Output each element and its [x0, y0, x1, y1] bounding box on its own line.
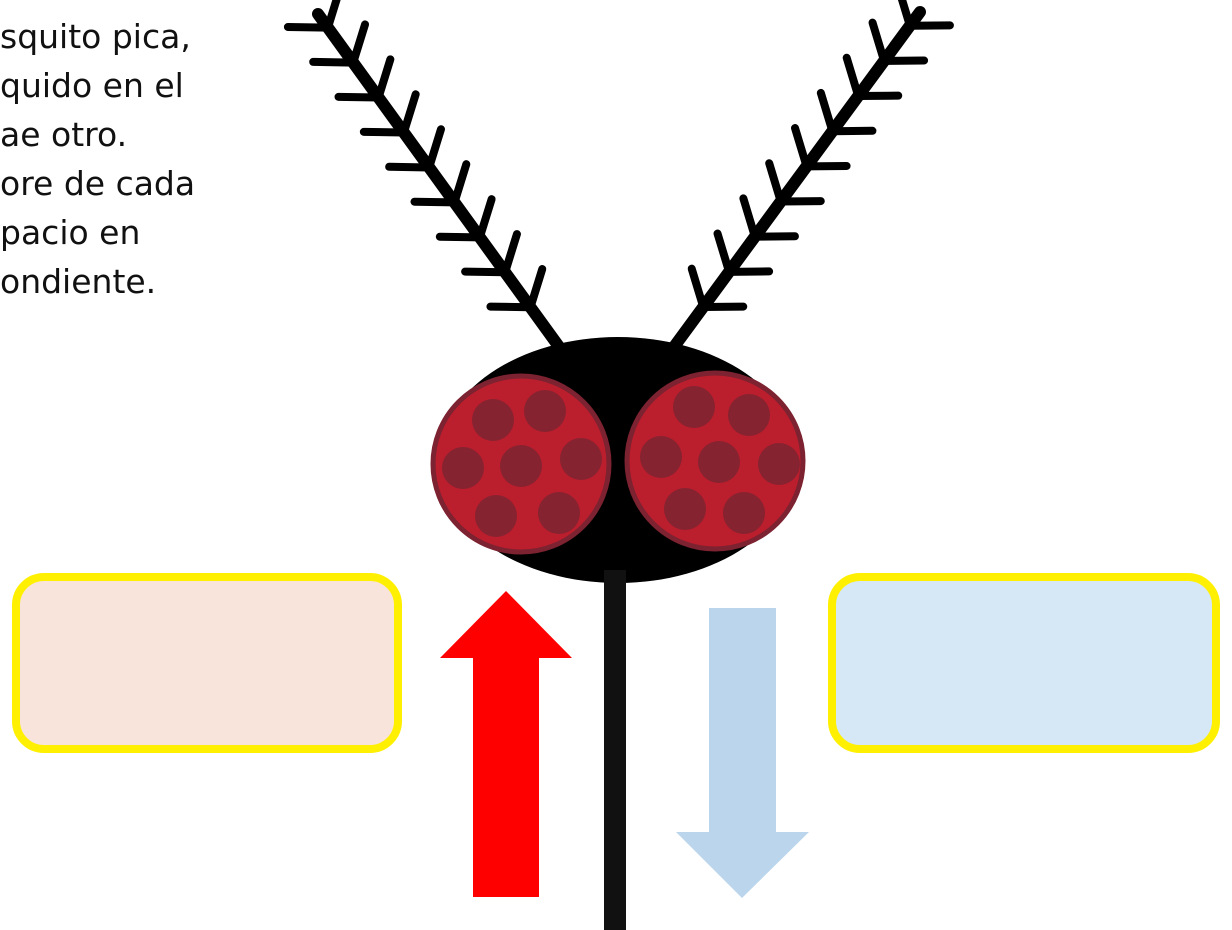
antenna-branch	[339, 97, 379, 98]
answer-box-left[interactable]	[12, 573, 402, 753]
arrow-down-icon	[676, 608, 809, 898]
right-eye-icon	[627, 373, 803, 549]
antenna-branch	[440, 237, 480, 238]
eye-spot	[664, 488, 706, 530]
antenna-branch	[847, 58, 859, 96]
eye-spot	[538, 492, 580, 534]
antenna-branch	[313, 62, 353, 63]
proboscis	[604, 570, 626, 930]
antenna-branch	[480, 199, 492, 237]
eye-spot	[673, 386, 715, 428]
eye-spot	[475, 495, 517, 537]
eye-spot	[758, 443, 800, 485]
eye-spot	[728, 394, 770, 436]
antenna-branch	[505, 234, 517, 272]
antenna-branch	[795, 128, 807, 166]
left-eye-icon	[433, 376, 609, 552]
antenna-branch	[379, 59, 391, 97]
antenna-branch	[328, 0, 340, 28]
antenna-branch	[692, 269, 704, 307]
answer-box-right[interactable]	[828, 573, 1220, 753]
antenna-branch	[769, 163, 781, 201]
antenna-branch	[898, 0, 910, 26]
mosquito-antennae-icon	[288, 0, 950, 355]
antenna-branch	[364, 132, 404, 133]
eye-spot	[723, 492, 765, 534]
antenna-branch	[404, 94, 416, 132]
antenna-branch	[288, 27, 328, 28]
antenna-branch	[821, 93, 833, 131]
antenna-branch	[530, 269, 542, 307]
antenna-branch	[743, 198, 755, 236]
eye-spot	[640, 436, 682, 478]
antenna-branch	[465, 272, 505, 273]
antenna-branch	[389, 167, 429, 168]
antenna-branch	[873, 23, 885, 61]
eye-spot	[500, 445, 542, 487]
antenna-branch	[353, 24, 365, 62]
antenna-branch	[414, 202, 454, 203]
eye-spot	[442, 447, 484, 489]
antenna-branch	[454, 164, 466, 202]
eye-spot	[560, 438, 602, 480]
eye-spot	[472, 399, 514, 441]
antenna-branch	[718, 234, 730, 272]
eye-spot	[524, 390, 566, 432]
eye-spot	[698, 441, 740, 483]
arrow-up-icon	[440, 591, 572, 897]
antenna-branch	[429, 129, 441, 167]
antenna-branch	[490, 307, 530, 308]
